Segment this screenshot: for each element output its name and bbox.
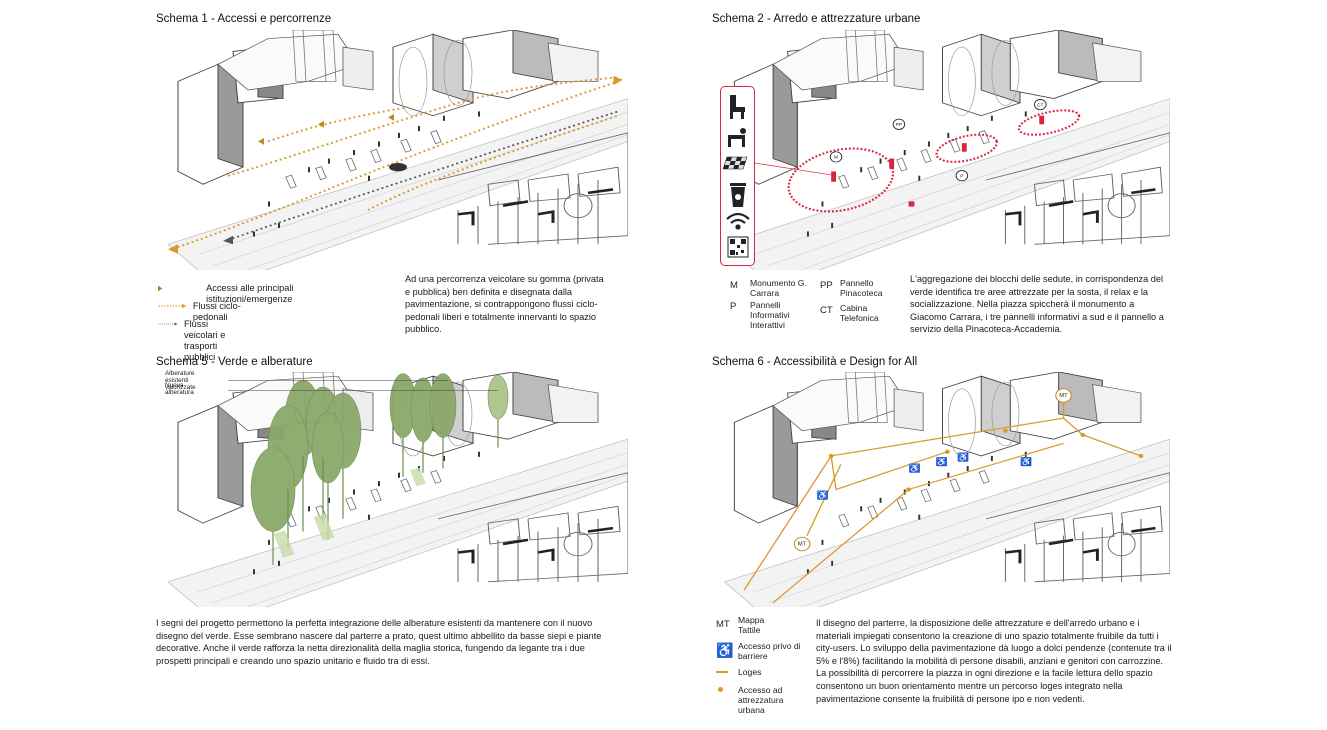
legend-label-loges: Loges <box>738 667 762 677</box>
schema-1-drawing <box>158 30 628 270</box>
recycle-bin-icon <box>730 183 746 207</box>
svg-text:♿: ♿ <box>936 456 948 466</box>
schema-5-description: I segni del progetto permettono la perfe… <box>156 618 602 666</box>
map-label-p: P <box>960 174 963 179</box>
schema-6-title: Schema 6 - Accessibilità e Design for Al… <box>712 356 918 368</box>
schema-2-drawing: PP CT P M <box>715 30 1170 270</box>
schema-2-description: L'aggregazione dei blocchi delle sedute,… <box>910 274 1164 335</box>
orange-flow-path <box>172 80 619 250</box>
svg-text:♿: ♿ <box>957 452 969 462</box>
legend-item-vehicular: Flussi veicolari e trasporti pubblici <box>158 319 244 363</box>
wifi-icon <box>726 212 750 230</box>
orange-line-icon <box>716 671 728 673</box>
map-label-ct: CT <box>1037 103 1044 108</box>
bench-icon <box>730 95 745 119</box>
schema-5-title: Schema 5 - Verde e alberature <box>156 356 313 368</box>
tree-crowns <box>250 373 509 532</box>
callout-new-trees: Nuova alberatura <box>165 382 194 396</box>
map-label-mt-top: MT <box>1059 393 1068 399</box>
legend-code-m: M <box>730 280 738 291</box>
qr-code-icon <box>727 236 749 258</box>
wheelchair-icon: ♿ <box>716 642 734 658</box>
legend-code-pp: PP <box>820 280 833 291</box>
legend-label-mt: Mappa Tattile <box>738 615 765 635</box>
legend-label-equipment-access: Accesso ad attrezzatura urbana <box>738 685 784 715</box>
street-furniture-icon-column <box>720 86 755 266</box>
legend-code-p: P <box>730 301 737 312</box>
legend-label-p: Pannelli Informativi Interattivi <box>750 300 790 330</box>
map-badge-mt-bottom <box>793 536 811 552</box>
svg-text:♿: ♿ <box>1020 456 1032 466</box>
schema-6-drawing: MT MT ♿ ♿ ♿ ♿ ♿ <box>715 372 1170 607</box>
schema-1-title: Schema 1 - Accessi e percorrenze <box>156 13 332 25</box>
svg-text:♿: ♿ <box>817 490 829 500</box>
triangle-marker-icon <box>158 285 163 292</box>
map-label-pp: PP <box>896 122 902 127</box>
schema-6-description: Il disegno del parterre, la disposizione… <box>816 618 1172 704</box>
orange-dot-icon <box>718 687 723 692</box>
orange-dotted-line-icon <box>158 303 187 309</box>
legend-code-mt: MT <box>716 619 730 630</box>
schema-5-drawing <box>158 372 628 607</box>
gray-dotted-line-icon <box>158 322 178 326</box>
map-label-mt-bottom: MT <box>798 542 807 548</box>
legend-label-ct: Cabina Telefonica <box>840 303 879 323</box>
svg-text:♿: ♿ <box>909 463 921 473</box>
legend-code-ct: CT <box>820 305 833 316</box>
chessboard-icon <box>722 156 748 170</box>
person-seated-icon <box>728 128 746 147</box>
legend-label-m: Monumento G. Carrara <box>750 278 807 298</box>
map-badge-mt-top <box>1055 388 1072 403</box>
legend-label-pp: Pannello Pinacoteca <box>840 278 883 298</box>
map-label-m: M <box>834 155 838 160</box>
callout-existing-trees: Alberature esistenti valorizzate <box>165 370 196 391</box>
legend-item-access: Accessi alle principali istituzioni/emer… <box>158 283 296 305</box>
schema-2-title: Schema 2 - Arredo e attrezzature urbane <box>712 13 921 25</box>
legend-label-accessible: Accesso privo di barriere <box>738 641 801 661</box>
legend-item-cyclo: Flussi ciclo-pedonali <box>158 301 245 323</box>
schema-1-description: Ad una percorrenza veicolare su gomma (p… <box>405 274 604 335</box>
